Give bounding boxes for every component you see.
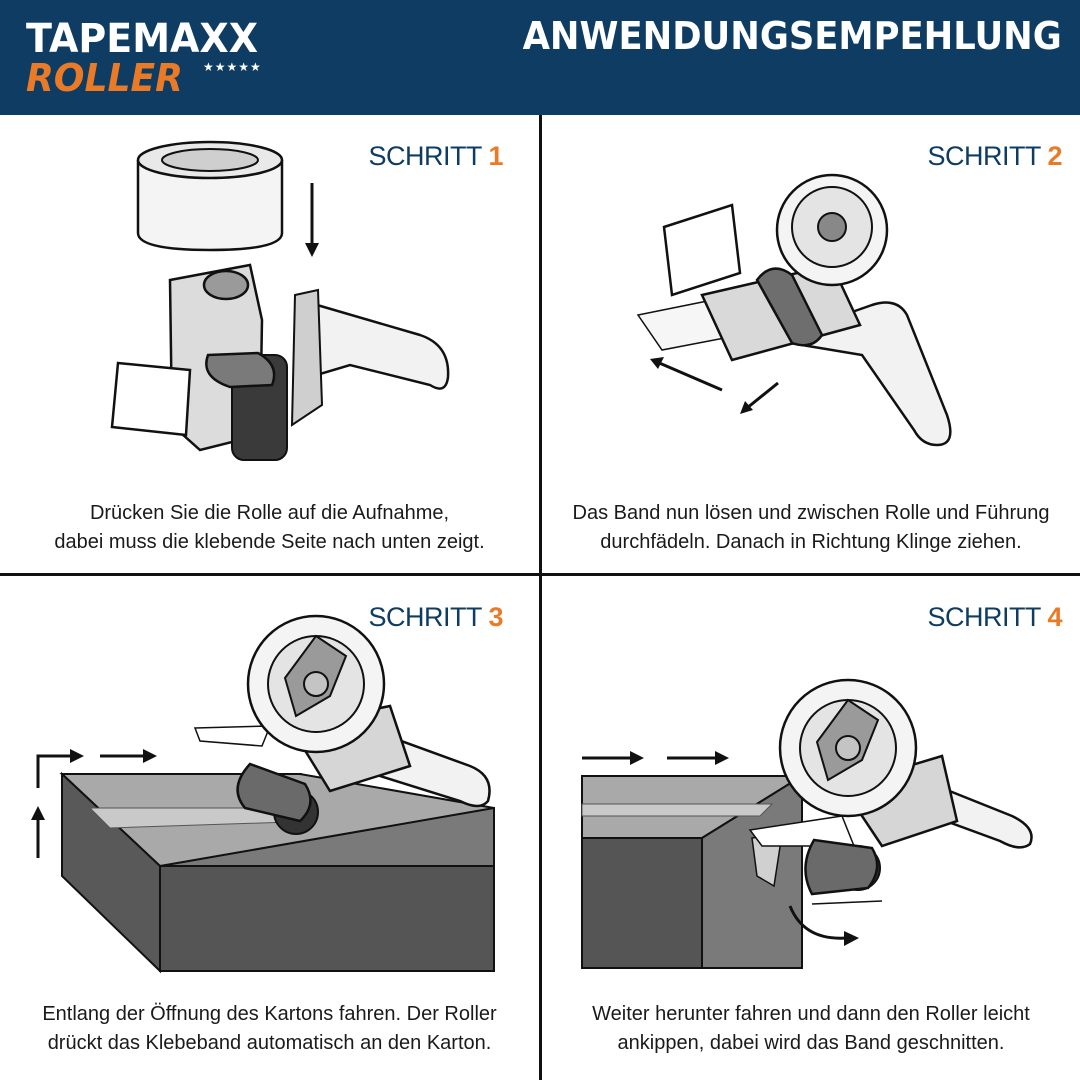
header-bar: TAPEMAXX ROLLER ★★★★★ ANWENDUNGSEMPEHLUN…: [0, 0, 1080, 115]
step-label-4: SCHRITT 4: [927, 602, 1062, 633]
caption-line: Drücken Sie die Rolle auf die Aufnahme,: [89, 502, 450, 524]
step-label-2: SCHRITT 2: [927, 141, 1062, 172]
brand-logo-line2: ROLLER: [26, 56, 183, 100]
arrow-down-icon: [305, 183, 319, 257]
step-number: 1: [488, 141, 503, 171]
grid-divider-vertical: [539, 115, 542, 1080]
tape-dispenser-icon: [193, 614, 491, 835]
caption-line: ankippen, dabei wird das Band geschnitte…: [617, 1032, 1005, 1054]
step-label-3: SCHRITT 3: [368, 602, 503, 633]
step-word: SCHRITT: [927, 602, 1041, 632]
rating-stars-icon: ★★★★★: [203, 60, 262, 74]
curved-arrow-icon: [788, 905, 859, 946]
step-caption-1: Drücken Sie die Rolle auf die Aufnahme, …: [0, 499, 539, 557]
page-title: ANWENDUNGSEMPEHLUNG: [522, 14, 1062, 58]
step-number: 2: [1047, 141, 1062, 171]
tape-dispenser-icon: [110, 263, 450, 461]
tape-dispenser-icon: [748, 678, 1033, 905]
brand-logo-line1: TAPEMAXX: [26, 16, 259, 62]
step-word: SCHRITT: [368, 602, 482, 632]
step-number: 4: [1047, 602, 1062, 632]
arrow-right-icon: [582, 751, 729, 765]
caption-line: Entlang der Öffnung des Kartons fahren. …: [42, 1003, 497, 1025]
step-caption-4: Weiter herunter fahren und dann den Roll…: [542, 1000, 1080, 1058]
step-word: SCHRITT: [368, 141, 482, 171]
step-panel-1: SCHRITT 1 Drücken Sie die Rolle auf die …: [0, 115, 539, 573]
tape-roll-icon: [136, 140, 284, 252]
step-caption-3: Entlang der Öffnung des Kartons fahren. …: [0, 1000, 539, 1058]
arrow-right-up-icon: [31, 749, 157, 858]
arrow-left-down-icon: [650, 357, 779, 414]
step2-illustration: [636, 173, 952, 447]
step-panel-4: SCHRITT 4 Weiter herunter fahren und dan…: [542, 576, 1080, 1080]
grid-divider-horizontal: [0, 573, 1080, 576]
step-number: 3: [488, 602, 503, 632]
tape-dispenser-icon: [636, 173, 952, 447]
caption-line: Das Band nun lösen und zwischen Rolle un…: [572, 502, 1050, 524]
step-panel-2: SCHRITT 2 Das Band nun lösen und zwische…: [542, 115, 1080, 573]
caption-line: Weiter herunter fahren und dann den Roll…: [592, 1003, 1030, 1025]
cardboard-box-icon: [581, 774, 806, 969]
step-caption-2: Das Band nun lösen und zwischen Rolle un…: [542, 499, 1080, 557]
caption-line: dabei muss die klebende Seite nach unten…: [54, 531, 485, 553]
step-label-1: SCHRITT 1: [368, 141, 503, 172]
step4-illustration: [581, 678, 1033, 969]
step3-illustration: [31, 614, 495, 974]
step-panel-3: SCHRITT 3 Entlang der Öffnung des Karton…: [0, 576, 539, 1080]
step1-illustration: [110, 140, 450, 461]
caption-line: drückt das Klebeband automatisch an den …: [47, 1032, 492, 1054]
caption-line: durchfädeln. Danach in Richtung Klinge z…: [600, 531, 1022, 553]
step-word: SCHRITT: [927, 141, 1041, 171]
